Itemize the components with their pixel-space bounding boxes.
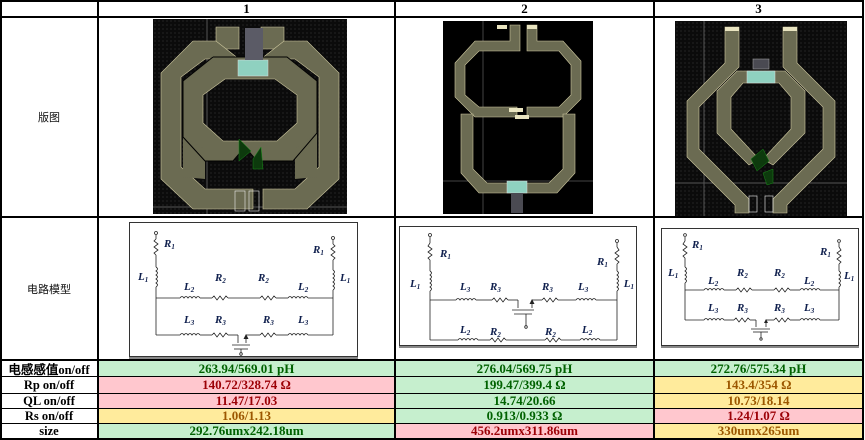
label-L1-right: L1 [339, 272, 350, 285]
label-R1: R1 [439, 248, 451, 261]
label-R2: R2 [489, 326, 501, 339]
row-divider [0, 376, 863, 377]
column-header-1: 1 [243, 1, 250, 16]
circuit-schematic-3: R1 L1 R1 L1 L2 R2 R2 L2 L3 R3 R3 L3 [667, 233, 854, 341]
size-value-2: 456.2umx311.86um [396, 423, 653, 438]
label-L1: L1 [667, 267, 678, 280]
label-R3-right: R3 [541, 281, 553, 294]
rs-value-2: 0.913/0.933 Ω [396, 408, 653, 423]
row-label-inductance: 电感感值on/off [8, 363, 90, 377]
column-divider [394, 0, 396, 440]
label-R3-right: R3 [262, 314, 274, 327]
row-divider [0, 408, 863, 409]
layout-image-3 [675, 21, 847, 216]
row-label-size: size [39, 423, 59, 438]
layout-image-1 [153, 19, 347, 214]
ql-value-3: 10.73/18.14 [655, 393, 862, 408]
label-L3: L3 [183, 314, 195, 327]
label-R2: R2 [214, 272, 226, 285]
ql-value-2: 14.74/20.66 [396, 393, 653, 408]
label-R2-right: R2 [257, 272, 269, 285]
label-L1: L1 [137, 271, 148, 284]
size-value-1: 292.76umx242.18um [99, 423, 394, 438]
rs-value-3: 1.24/1.07 Ω [655, 408, 862, 423]
inductance-value-2: 276.04/569.75 pH [396, 361, 653, 376]
row-divider [0, 216, 863, 218]
rs-value-1: 1.06/1.13 [99, 408, 394, 423]
column-header-3: 3 [755, 1, 762, 16]
label-L3-right: L3 [297, 314, 309, 327]
header-empty [0, 2, 98, 16]
circuit-model-2: R1 L1 R1 L1 L3 R3 R3 L3 L2 R2 R2 L2 [399, 226, 637, 346]
table-border-left [0, 0, 2, 440]
circuit-model-1: R1 L1 R1 L1 L2 R2 R2 L2 L3 R3 R3 L3 [129, 222, 358, 357]
layout-image-2 [443, 21, 593, 214]
row-label-layout: 版图 [38, 111, 60, 124]
inductance-value-3: 272.76/575.34 pH [655, 361, 862, 376]
label-R3-right: R3 [773, 302, 785, 315]
label-R1: R1 [691, 239, 703, 252]
label-R2: R2 [736, 267, 748, 280]
label-L2-right: L2 [581, 324, 593, 337]
label-L2-right: L2 [297, 281, 309, 294]
row-label-rp: Rp on/off [23, 377, 75, 392]
size-value-3: 330umx265um [655, 423, 862, 438]
row-divider [0, 393, 863, 394]
label-R1-right: R1 [819, 246, 831, 259]
inductor-layout-2-drawing [443, 21, 593, 214]
row-label-circuit: 电路模型 [27, 282, 71, 296]
label-L3-right: L3 [577, 281, 589, 294]
label-L3: L3 [459, 281, 471, 294]
table-border-top [0, 0, 863, 2]
label-R3: R3 [736, 302, 748, 315]
label-R1-right: R1 [596, 256, 608, 269]
circuit-schematic-1: R1 L1 R1 L1 L2 R2 R2 L2 L3 R3 R3 L3 [137, 231, 350, 356]
inductance-value-1: 263.94/569.01 pH [99, 361, 394, 376]
rp-value-3: 143.4/354 Ω [655, 377, 862, 393]
label-R2-right: R2 [773, 267, 785, 280]
column-divider [97, 0, 99, 440]
inductor-layout-3-drawing [675, 21, 847, 216]
inductor-layout-1-drawing [153, 19, 347, 214]
label-L1-right: L1 [843, 270, 854, 283]
row-divider [0, 423, 863, 424]
row-label-rs: Rs on/off [24, 408, 74, 423]
label-L3-right: L3 [803, 302, 815, 315]
label-L2: L2 [707, 275, 719, 288]
column-divider [653, 0, 655, 440]
rp-value-1: 140.72/328.74 Ω [99, 377, 394, 393]
circuit-schematic-2: R1 L1 R1 L1 L3 R3 R3 L3 L2 R2 R2 L2 [409, 233, 634, 343]
label-L2-right: L2 [803, 275, 815, 288]
label-L1-right: L1 [623, 278, 634, 291]
label-R3: R3 [214, 314, 226, 327]
row-divider [0, 359, 863, 361]
label-L2: L2 [183, 281, 195, 294]
ql-value-1: 11.47/17.03 [99, 393, 394, 408]
row-label-ql: QL on/off [23, 393, 75, 408]
label-L3: L3 [707, 302, 719, 315]
label-R1: R1 [163, 238, 175, 251]
circuit-model-3: R1 L1 R1 L1 L2 R2 R2 L2 L3 R3 R3 L3 [661, 228, 859, 346]
label-R2-right: R2 [544, 326, 556, 339]
label-R1-right: R1 [312, 244, 324, 257]
rp-value-2: 199.47/399.4 Ω [396, 377, 653, 393]
table-border-bottom [0, 438, 863, 440]
label-L1: L1 [409, 278, 420, 291]
table-border-right [862, 0, 864, 440]
column-header-2: 2 [521, 1, 528, 16]
label-L2: L2 [459, 324, 471, 337]
row-divider [0, 16, 863, 18]
label-R3: R3 [489, 281, 501, 294]
